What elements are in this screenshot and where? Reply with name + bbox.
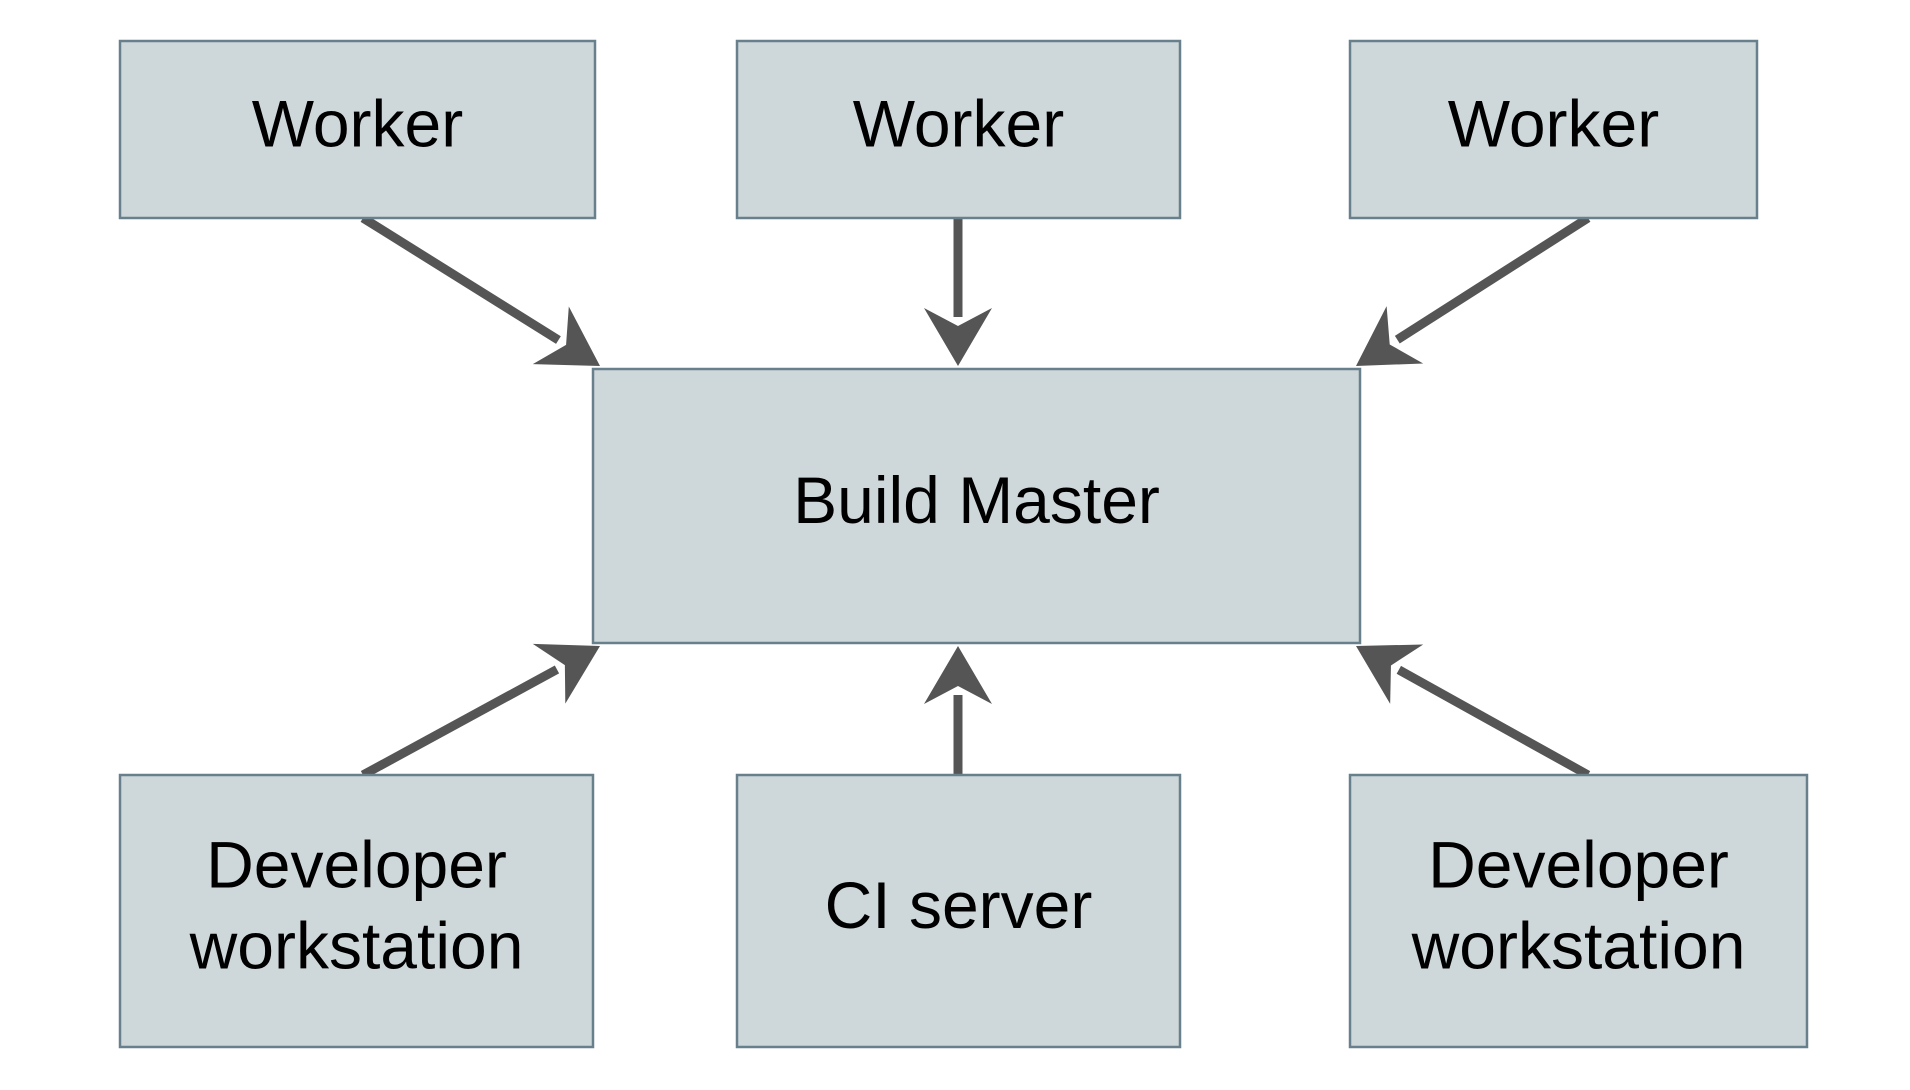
- node-box[interactable]: [735, 773, 1182, 1049]
- arrowhead-icon: [532, 643, 600, 704]
- node-label-line: Worker: [252, 87, 463, 161]
- node-label-line: Developer: [206, 828, 507, 902]
- arrowhead-icon: [1356, 644, 1424, 704]
- node-label: Worker: [1448, 87, 1659, 161]
- arrowhead-icon: [532, 306, 600, 366]
- node-box[interactable]: [1348, 39, 1759, 220]
- node-label-line: Worker: [1448, 87, 1659, 161]
- edges-layer: [360, 214, 1591, 779]
- edge-worker-3-to-build-master: [1356, 214, 1591, 366]
- arrowhead-icon: [1356, 306, 1424, 366]
- edge-worker-2-to-build-master: [924, 218, 992, 366]
- node-box[interactable]: [118, 39, 597, 220]
- node-label-line: CI server: [825, 868, 1093, 942]
- node-box[interactable]: [735, 39, 1182, 220]
- edge-developer-workstation-1-to-build-master: [360, 643, 600, 779]
- edge-shaft: [360, 665, 560, 779]
- node-worker-3[interactable]: Worker: [1348, 39, 1759, 220]
- edge-shaft: [1396, 665, 1591, 779]
- edge-ci-server-to-build-master: [924, 646, 992, 775]
- node-worker-1[interactable]: Worker: [118, 39, 597, 220]
- node-box[interactable]: [591, 367, 1362, 645]
- node-label: CI server: [825, 868, 1093, 942]
- edge-worker-1-to-build-master: [360, 214, 600, 366]
- node-label-line: workstation: [189, 909, 524, 983]
- node-worker-2[interactable]: Worker: [735, 39, 1182, 220]
- node-label-line: workstation: [1411, 909, 1746, 983]
- arrowhead-icon: [924, 308, 992, 366]
- node-label-line: Build Master: [793, 463, 1160, 537]
- node-label: Worker: [853, 87, 1064, 161]
- edge-shaft: [360, 214, 561, 344]
- node-box[interactable]: [118, 773, 595, 1049]
- node-label-line: Worker: [853, 87, 1064, 161]
- arrowhead-icon: [924, 646, 992, 704]
- node-build-master[interactable]: Build Master: [591, 367, 1362, 645]
- edge-developer-workstation-2-to-build-master: [1356, 644, 1591, 779]
- node-box[interactable]: [1348, 773, 1809, 1049]
- node-label-line: Developer: [1428, 828, 1729, 902]
- node-label: Worker: [252, 87, 463, 161]
- node-ci-server[interactable]: CI server: [735, 773, 1182, 1049]
- edge-shaft: [1394, 214, 1591, 344]
- node-label: Build Master: [793, 463, 1160, 537]
